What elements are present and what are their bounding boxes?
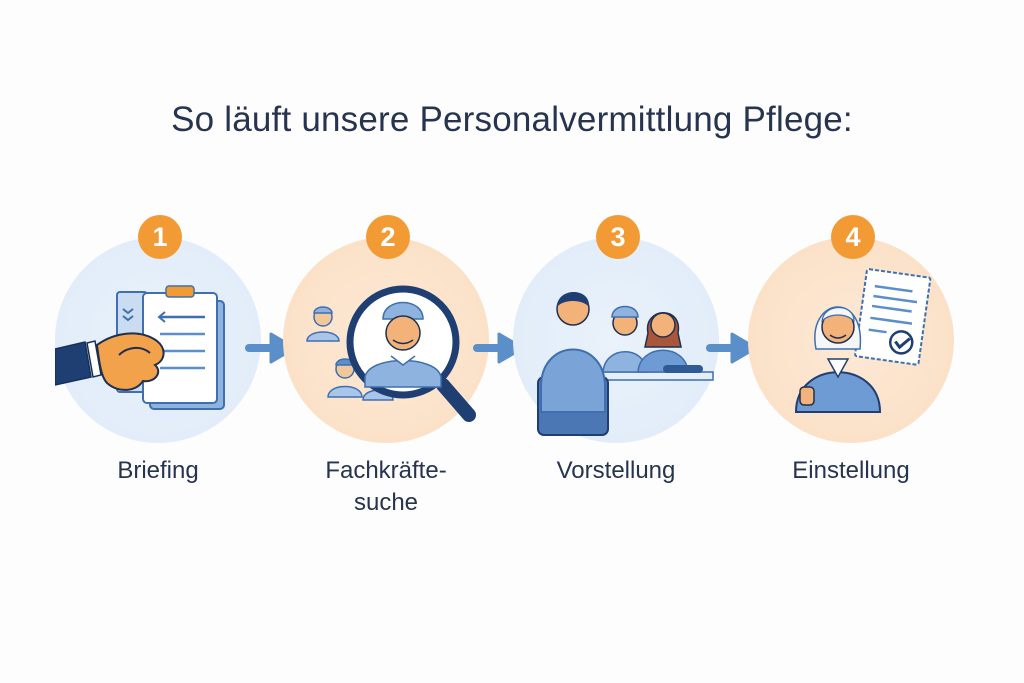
step-fachkraeftesuche: 2 Fachkräfte- suche	[283, 215, 493, 516]
arrow-right-icon	[706, 332, 758, 364]
step-number-badge: 2	[366, 215, 410, 259]
magnifier-candidate-icon	[306, 285, 476, 422]
step-number-badge: 1	[138, 215, 182, 259]
handshake-clipboard-icon	[55, 285, 225, 410]
interview-meeting-icon	[537, 292, 714, 436]
step-number-badge: 4	[831, 215, 875, 259]
hired-contract-icon	[794, 268, 932, 413]
step-einstellung: 4 Einstellung	[748, 215, 958, 484]
step-briefing: 1 Briefing	[55, 215, 265, 484]
step-label: Fachkräfte- suche	[325, 457, 447, 516]
step-vorstellung: 3 Vorstellung	[513, 215, 723, 484]
step-label: Briefing	[117, 457, 199, 484]
step-number-badge: 3	[596, 215, 640, 259]
page-title: So läuft unsere Personalvermittlung Pfle…	[171, 100, 853, 139]
arrow-right-icon	[473, 332, 525, 364]
step-label: Vorstellung	[556, 457, 676, 484]
step-label: Einstellung	[792, 457, 910, 484]
